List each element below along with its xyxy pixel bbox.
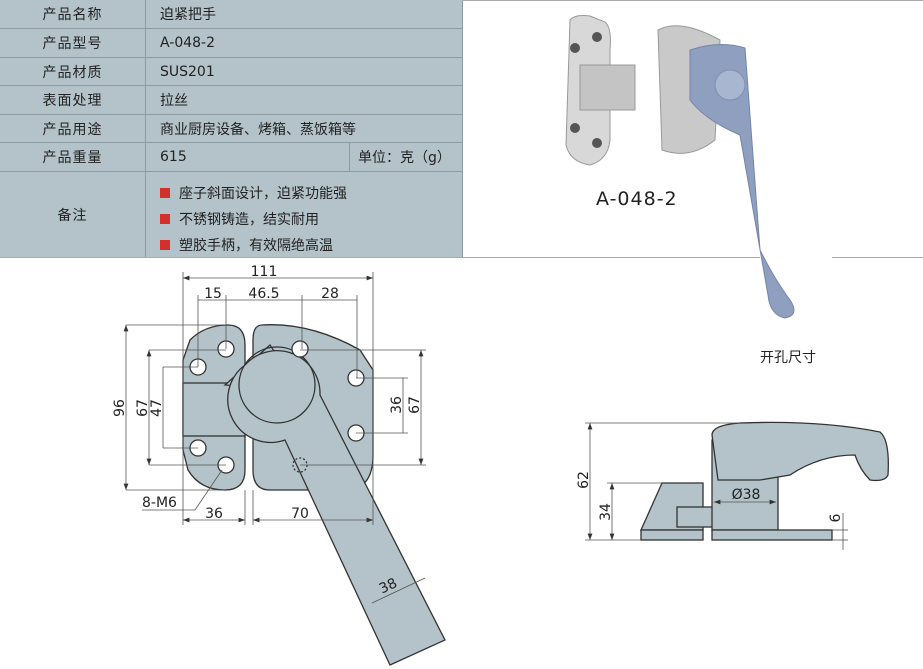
screw-spec: 8-M6	[142, 495, 177, 511]
dim-34: 34	[598, 503, 614, 521]
row-value: 615	[160, 149, 187, 165]
notes-row: 备注 座子斜面设计，迫紧功能强 不锈钢铸造，结实耐用 塑胶手柄，有效隔绝高温	[0, 172, 462, 257]
note-item: 座子斜面设计，迫紧功能强	[160, 180, 347, 206]
dim-36-right: 36	[389, 396, 405, 414]
table-row: 产品用途商业厨房设备、烤箱、蒸饭箱等	[0, 115, 462, 143]
notes-list: 座子斜面设计，迫紧功能强 不锈钢铸造，结实耐用 塑胶手柄，有效隔绝高温	[160, 180, 347, 258]
row-value: 迫紧把手	[160, 7, 216, 23]
divider	[0, 257, 760, 258]
bullet-icon	[160, 240, 170, 250]
note-text: 座子斜面设计，迫紧功能强	[179, 186, 347, 202]
dim-47: 47	[149, 399, 165, 417]
dim-38-handle: 38	[377, 575, 400, 597]
side-view-dimensions	[585, 422, 848, 550]
table-row: 产品型号 A-048-2	[0, 29, 462, 58]
row-value: 商业厨房设备、烤箱、蒸饭箱等	[160, 121, 356, 138]
side-view-drawing	[639, 421, 889, 541]
table-row: 产品重量 615 单位：克（g）	[0, 143, 462, 172]
note-text: 塑胶手柄，有效隔绝高温	[179, 238, 333, 254]
divider	[832, 257, 923, 258]
divider	[462, 0, 463, 257]
dim-diameter-38: Ø38	[732, 487, 761, 503]
dim-6: 6	[828, 513, 844, 522]
model-label: A-048-2	[596, 188, 678, 210]
row-label: 表面处理	[0, 86, 146, 114]
dim-111: 111	[251, 264, 278, 280]
note-item: 不锈钢铸造，结实耐用	[160, 206, 347, 232]
dim-28: 28	[321, 286, 339, 302]
dim-67-right: 67	[407, 396, 423, 414]
unit-label: 单位：克（g）	[349, 143, 462, 171]
dim-67-left: 67	[135, 399, 151, 417]
row-value: SUS201	[160, 63, 215, 80]
divider	[462, 0, 923, 1]
row-label: 产品型号	[0, 29, 146, 57]
product-photo	[565, 15, 795, 319]
row-value: A-048-2	[160, 35, 216, 51]
dim-62: 62	[576, 471, 592, 489]
row-label: 产品材质	[0, 58, 146, 85]
note-text: 不锈钢铸造，结实耐用	[179, 212, 319, 228]
table-row: 表面处理拉丝	[0, 86, 462, 115]
notes-label: 备注	[0, 172, 146, 257]
dim-70: 70	[291, 506, 309, 522]
front-view-drawing	[182, 324, 446, 666]
row-label: 产品名称	[0, 0, 146, 28]
dim-96: 96	[112, 399, 128, 417]
front-view-dimensions	[123, 272, 426, 604]
note-item: 塑胶手柄，有效隔绝高温	[160, 232, 347, 258]
spec-table: 产品名称迫紧把手 产品型号 A-048-2 产品材质 SUS201 表面处理拉丝 产…	[0, 0, 462, 257]
dim-36-bottom: 36	[205, 506, 223, 522]
row-value: 拉丝	[160, 93, 188, 109]
cutout-size-title: 开孔尺寸	[760, 350, 816, 366]
dim-15: 15	[204, 286, 222, 302]
row-label: 产品用途	[0, 115, 146, 142]
dim-46-5: 46.5	[248, 286, 279, 302]
bullet-icon	[160, 214, 170, 224]
bullet-icon	[160, 188, 170, 198]
table-row: 产品材质 SUS201	[0, 58, 462, 86]
row-label: 产品重量	[0, 143, 146, 171]
table-row: 产品名称迫紧把手	[0, 0, 462, 29]
